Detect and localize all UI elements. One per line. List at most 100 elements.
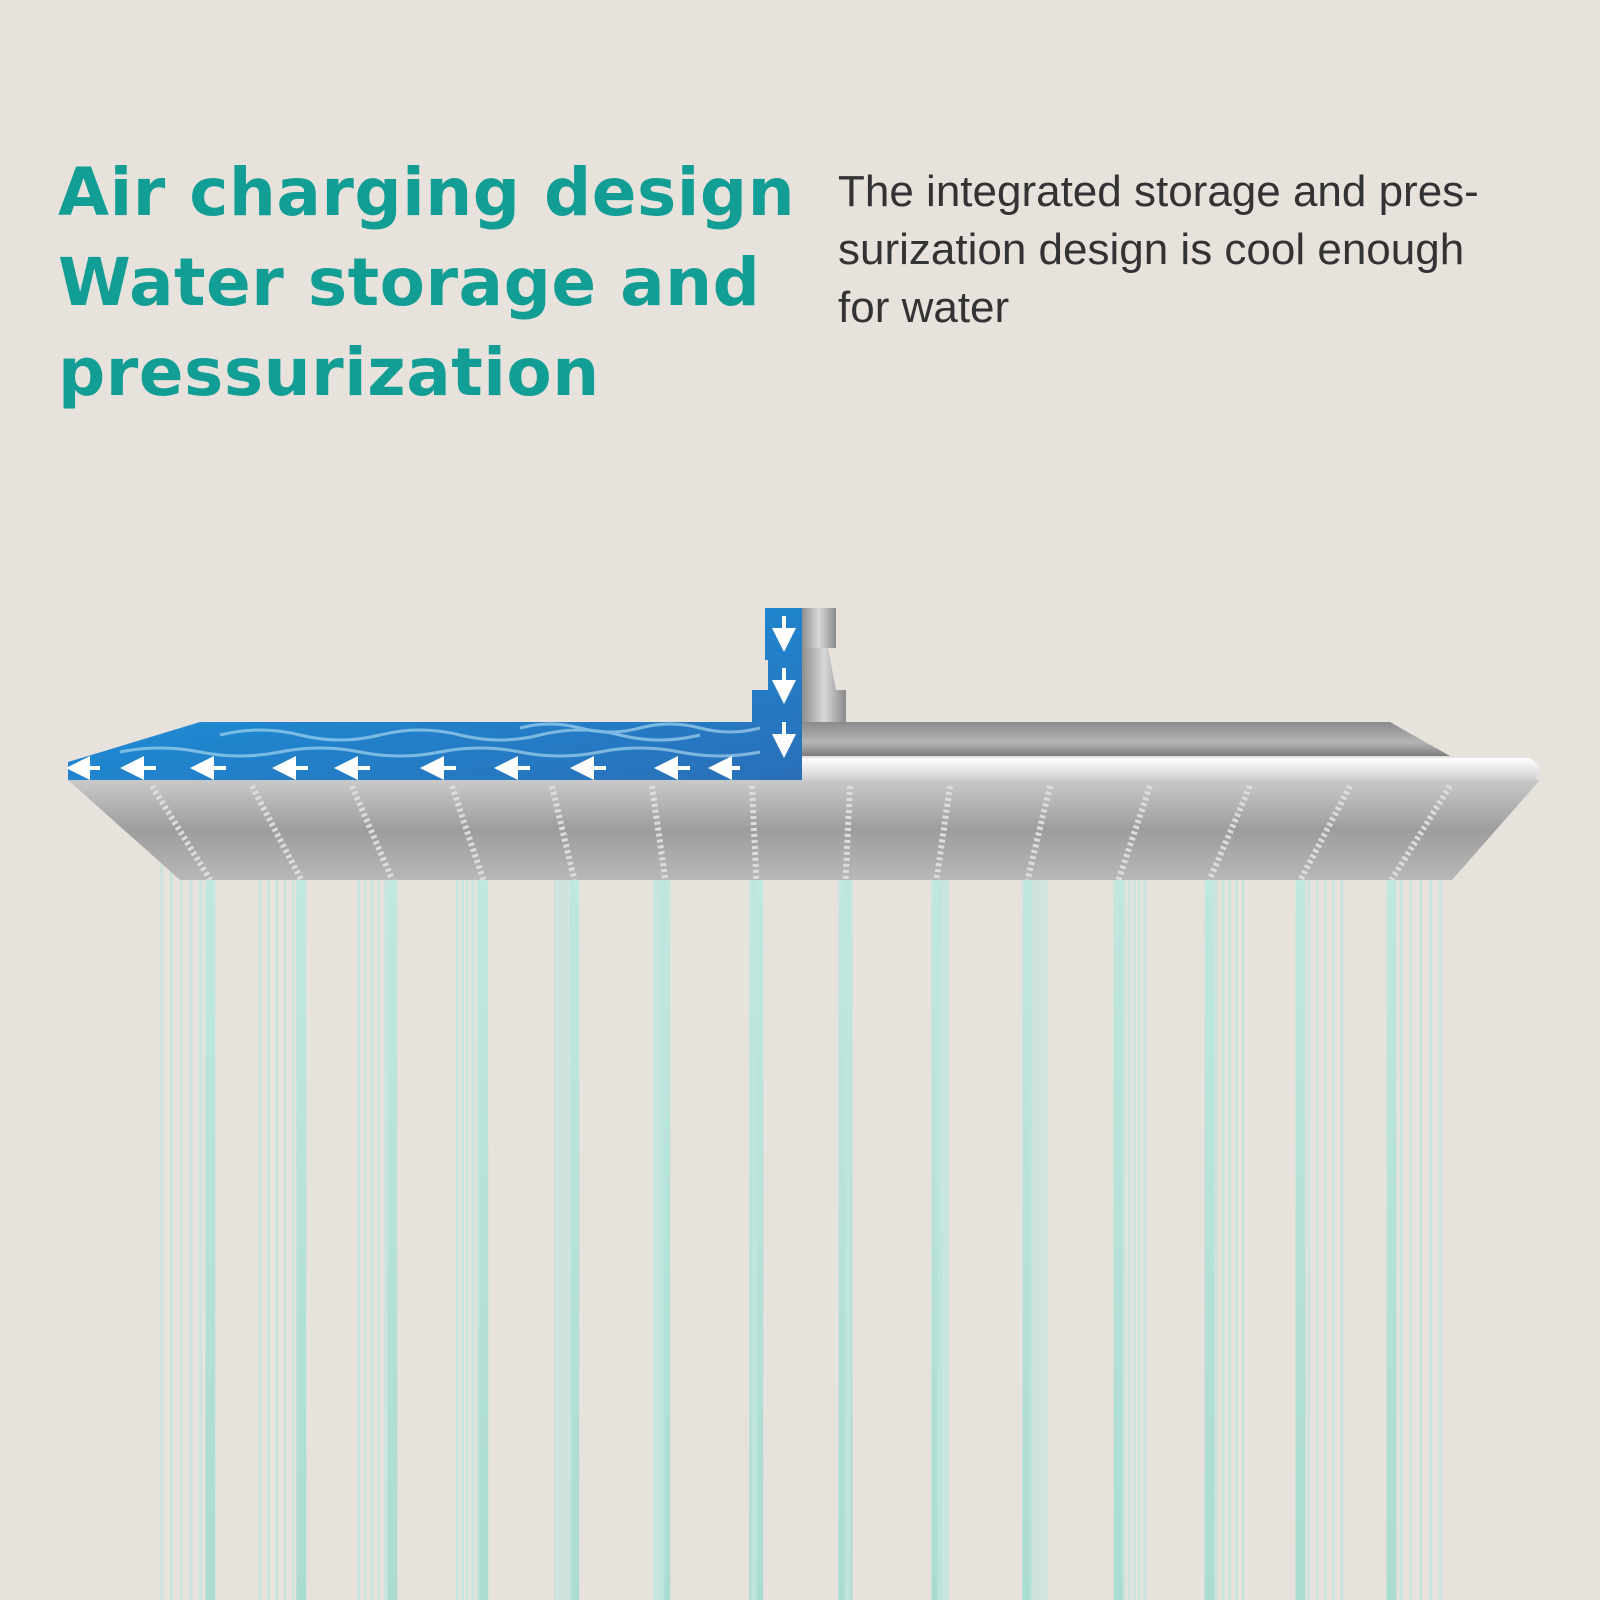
water-stream-thin: [657, 835, 661, 1600]
water-stream-thin: [946, 805, 950, 1600]
water-stream-thin: [1419, 835, 1423, 1600]
water-stream: [660, 880, 671, 1600]
water-stream-thin: [1409, 850, 1413, 1600]
water-stream-thin: [1332, 820, 1335, 1600]
inlet-nut: [802, 648, 846, 722]
water-stream-thin: [1127, 850, 1131, 1600]
water-stream-thin: [258, 805, 262, 1600]
water-stream: [478, 880, 489, 1600]
water-stream-thin: [557, 820, 561, 1600]
description-line-1: The integrated storage and pres-: [838, 167, 1479, 216]
water-stream: [1386, 880, 1397, 1600]
headline: Air charging design Water storage and pr…: [58, 148, 818, 418]
water-stream-thin: [661, 865, 665, 1600]
water-stream-thin: [561, 835, 565, 1600]
description: The integrated storage and pres- surizat…: [838, 163, 1558, 337]
nozzle-row: [349, 784, 396, 882]
water-streams: [160, 805, 1442, 1600]
water-stream-thin: [471, 850, 475, 1600]
water-stream-thin: [370, 835, 374, 1600]
water-stream-thin: [1029, 865, 1033, 1600]
water-stream-thin: [357, 805, 361, 1600]
headline-line-3: pressurization: [58, 334, 600, 411]
description-line-3: for water: [838, 283, 1010, 332]
water-stream-thin: [1340, 805, 1344, 1600]
nozzle-row: [933, 785, 953, 881]
water-stream-thin: [1307, 865, 1311, 1600]
description-line-2: surization design is cool enough: [838, 225, 1465, 274]
water-stream-thin: [1315, 850, 1319, 1600]
water-stream-thin: [1228, 835, 1232, 1600]
nozzle-row: [1206, 784, 1253, 882]
water-cross-section: [68, 608, 802, 780]
nozzle-row: [749, 785, 760, 881]
water-stream-thin: [1323, 835, 1327, 1600]
water-stream: [931, 880, 942, 1600]
nozzle-row: [1024, 785, 1053, 881]
water-stream-thin: [1214, 865, 1218, 1600]
water-stream-thin: [476, 865, 480, 1600]
water-stream-thin: [377, 850, 381, 1600]
water-stream-thin: [652, 805, 656, 1600]
water-stream-thin: [1221, 850, 1225, 1600]
flow-arrows: [66, 616, 796, 780]
water-stream-thin: [554, 805, 558, 1600]
headline-line-1: Air charging design: [58, 154, 796, 231]
water-stream-thin: [1122, 865, 1126, 1600]
water-stream-thin: [569, 865, 573, 1600]
water-stream-thin: [160, 805, 164, 1600]
inlet-pipe: [802, 608, 836, 648]
water-stream: [569, 880, 580, 1600]
nozzle-row: [1115, 785, 1153, 881]
water-stream-thin: [199, 865, 203, 1600]
water-stream-thin: [466, 835, 470, 1600]
water-stream-thin: [275, 835, 279, 1600]
water-stream-thin: [1241, 805, 1245, 1600]
water-stream-thin: [1044, 805, 1048, 1600]
water-waves: [119, 722, 761, 758]
nozzle-row: [1388, 784, 1453, 882]
water-stream-thin: [363, 820, 367, 1600]
headline-line-2: Water storage and: [58, 244, 761, 321]
nozzle-row: [649, 785, 669, 881]
nozzle-row: [449, 785, 487, 881]
water-stream-thin: [179, 835, 183, 1600]
water-stream-thin: [844, 865, 848, 1600]
water-stream-thin: [1041, 820, 1044, 1600]
water-stream: [296, 880, 307, 1600]
water-stream-thin: [1143, 805, 1147, 1600]
water-stream-thin: [1033, 850, 1037, 1600]
water-stream-thin: [384, 865, 388, 1600]
water-stream-thin: [941, 835, 945, 1600]
water-stream: [1022, 880, 1033, 1600]
water-stream-thin: [944, 820, 947, 1600]
water-stream: [1204, 880, 1215, 1600]
water-stream-thin: [1429, 820, 1432, 1600]
water-stream-thin: [939, 850, 943, 1600]
water-stream: [387, 880, 398, 1600]
water-stream-thin: [189, 850, 193, 1600]
water-stream-thin: [565, 850, 569, 1600]
water-stream-thin: [659, 850, 663, 1600]
water-stream-thin: [283, 850, 287, 1600]
water-stream-thin: [455, 805, 459, 1600]
nozzle-row: [149, 784, 213, 882]
water-stream-thin: [1132, 835, 1136, 1600]
water-stream: [1295, 880, 1306, 1600]
water-stream-thin: [169, 820, 173, 1600]
water-stream: [1113, 880, 1124, 1600]
water-stream-thin: [1037, 835, 1041, 1600]
water-stream-thin: [1235, 820, 1238, 1600]
water-stream-thin: [291, 865, 295, 1600]
chamber-steel-half: [802, 722, 1450, 756]
nozzle-rows: [149, 784, 1453, 882]
water-stream: [205, 880, 216, 1600]
shower-plate-face: [68, 780, 1540, 880]
water-stream-thin: [266, 820, 270, 1600]
water-stream-thin: [1438, 805, 1442, 1600]
water-stream-thin: [460, 820, 464, 1600]
water-stream-thin: [937, 865, 941, 1600]
water-stream-thin: [1138, 820, 1141, 1600]
water-stream-thin: [754, 865, 758, 1600]
